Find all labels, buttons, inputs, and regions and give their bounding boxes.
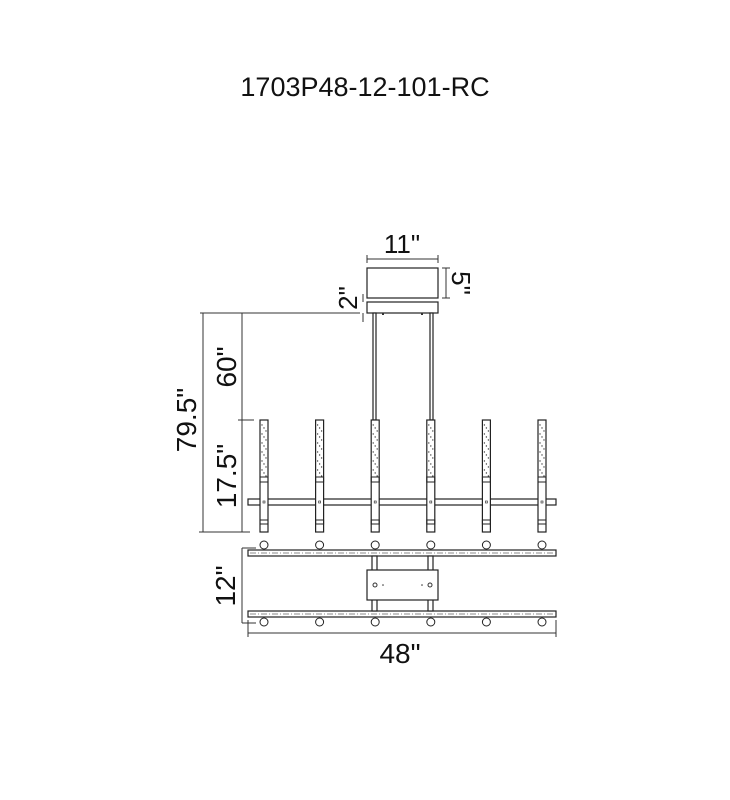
pendant-top-view (259, 617, 269, 627)
pendant (259, 419, 269, 533)
svg-text:48": 48" (379, 638, 420, 669)
pendant-top-view (537, 617, 547, 627)
pendant-top-view (426, 540, 436, 550)
dim-fixture-height: 17.5" (211, 420, 243, 532)
dim-rod-length: 60" (211, 313, 254, 421)
canopy (366, 267, 439, 315)
dim-depth: 12" (210, 547, 256, 624)
pendant-top-view (481, 617, 491, 627)
pendant-top-view (259, 540, 269, 550)
pendant-top-view (315, 540, 325, 550)
pendant-top-view (370, 617, 380, 627)
cross-bar (247, 498, 557, 506)
dim-plate-height: 2" (333, 286, 364, 322)
dim-canopy-height: 5" (442, 267, 476, 299)
pendant-top-view (537, 540, 547, 550)
svg-text:60": 60" (211, 346, 242, 387)
dim-length: 48" (247, 620, 557, 669)
svg-text:5": 5" (446, 271, 476, 295)
product-title: 1703P48-12-101-RC (240, 72, 489, 102)
pendants (259, 419, 547, 533)
top-view (247, 540, 557, 627)
pendant (370, 419, 380, 533)
pendant-top-view (370, 540, 380, 550)
svg-text:12": 12" (210, 565, 241, 606)
dim-canopy-width: 11" (366, 229, 439, 263)
svg-text:2": 2" (333, 286, 363, 310)
pendant-top-view (481, 540, 491, 550)
pendant (537, 419, 547, 533)
pendant (426, 419, 436, 533)
svg-text:11": 11" (384, 229, 420, 259)
pendant (481, 419, 491, 533)
pendant-top-view (426, 617, 436, 627)
pendant (315, 419, 325, 533)
suspension-rods (372, 312, 434, 421)
svg-text:79.5": 79.5" (171, 388, 202, 452)
pendant-top-view (315, 617, 325, 627)
svg-text:17.5": 17.5" (211, 444, 242, 508)
